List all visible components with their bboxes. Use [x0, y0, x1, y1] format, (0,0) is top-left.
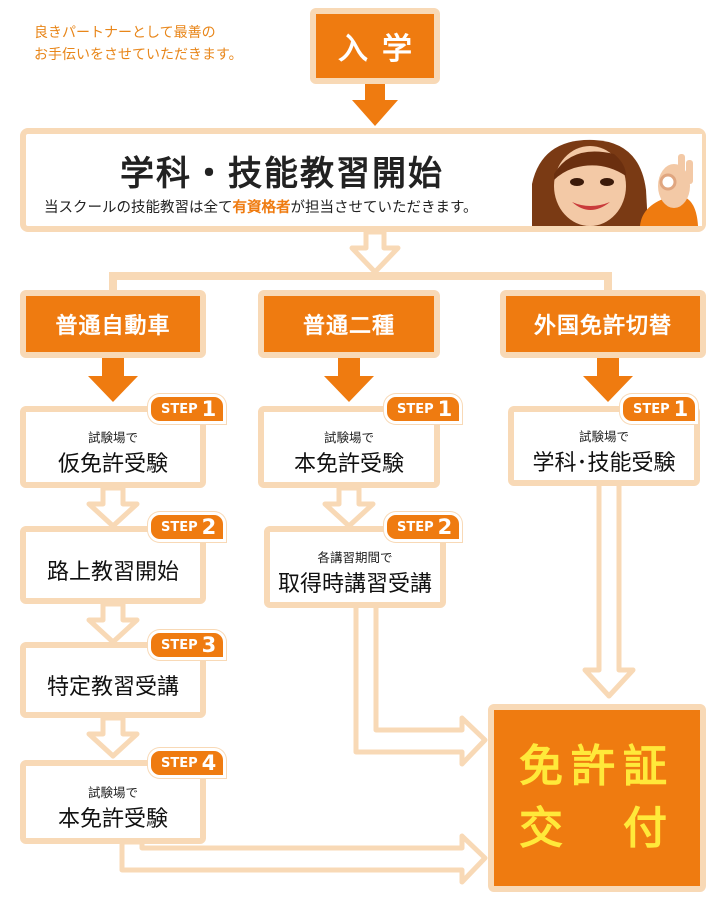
arrow-t1-to-final: [119, 833, 488, 885]
start-subtitle-post: が担当させていただきます。: [290, 200, 478, 216]
step-label: 特定教習受講: [46, 675, 179, 700]
step-badge-number: 1: [437, 397, 453, 421]
step-note: 試験場で: [87, 429, 138, 445]
entry-label: 入学: [338, 32, 426, 67]
step-badge-word: STEP: [161, 755, 198, 771]
arrow-t1-s3-s4: [86, 715, 140, 759]
step-label: 仮免許受験: [57, 451, 168, 477]
step-badge-number: 3: [201, 633, 217, 657]
track-header-gaikoku: 外国免許切替: [500, 290, 706, 358]
step-badge-number: 2: [201, 515, 217, 539]
arrow-t1-s2-s3: [86, 601, 140, 645]
step-t2-2: 各講習期間で 取得時講習受講: [264, 526, 446, 608]
arrow-track2-head: [324, 358, 374, 402]
instructor-illustration: [522, 134, 702, 226]
step-label: 本免許受験: [293, 451, 404, 477]
step-badge-number: 1: [201, 397, 217, 421]
step-badge-word: STEP: [397, 519, 434, 535]
step-label: 路上教習開始: [46, 560, 179, 585]
track-title: 外国免許切替: [533, 314, 672, 339]
step-t1-1: 試験場で 仮免許受験: [20, 406, 206, 488]
step-note: 試験場で: [578, 428, 629, 444]
arrow-track1-head: [88, 358, 138, 402]
step-badge-number: 2: [437, 515, 453, 539]
start-title: 学科・技能教習開始: [120, 154, 444, 194]
arrow-track3-head: [583, 358, 633, 402]
track-header-nishu: 普通二種: [258, 290, 440, 358]
arrow-t1-s1-s2: [86, 485, 140, 529]
final-line1: 免許証: [519, 741, 675, 792]
track-title: 普通二種: [302, 314, 395, 339]
step-t1-3: 特定教習受講: [20, 642, 206, 718]
arrow-entry-to-start: [352, 84, 398, 126]
track-header-futsu: 普通自動車: [20, 290, 206, 358]
tagline: 良きパートナーとして最善の お手伝いをさせていただきます。: [34, 25, 243, 63]
arrow-t3-to-final: [582, 479, 636, 699]
step-badge-word: STEP: [397, 401, 434, 417]
step-label: 取得時講習受講: [277, 571, 432, 597]
branch-line: [109, 272, 612, 295]
start-subtitle-highlight: 有資格者: [232, 200, 291, 216]
final-line2: 交 付: [519, 803, 675, 854]
entry-box: 入学: [310, 8, 440, 84]
step-badge-word: STEP: [161, 637, 198, 653]
step-note: 試験場で: [87, 784, 138, 800]
step-label: 学科･技能受験: [532, 450, 676, 476]
arrow-t2-to-final: [353, 601, 488, 767]
arrow-start-to-branch: [349, 229, 401, 275]
track-title: 普通自動車: [55, 314, 171, 339]
final-box: 免許証 交 付: [488, 704, 706, 892]
step-badge-word: STEP: [633, 401, 670, 417]
start-subtitle-pre: 当スクールの技能教習は全て: [44, 200, 233, 216]
arrow-t2-s1-s2: [322, 485, 376, 529]
start-subtitle: 当スクールの技能教習は全て有資格者が担当させていただきます。: [44, 196, 478, 217]
step-note: 試験場で: [323, 429, 374, 445]
step-badge-number: 1: [673, 397, 689, 421]
step-badge-word: STEP: [161, 401, 198, 417]
step-badge-number: 4: [201, 751, 217, 775]
step-note: 各講習期間で: [317, 549, 393, 565]
step-badge-word: STEP: [161, 519, 198, 535]
step-label: 本免許受験: [57, 806, 168, 832]
